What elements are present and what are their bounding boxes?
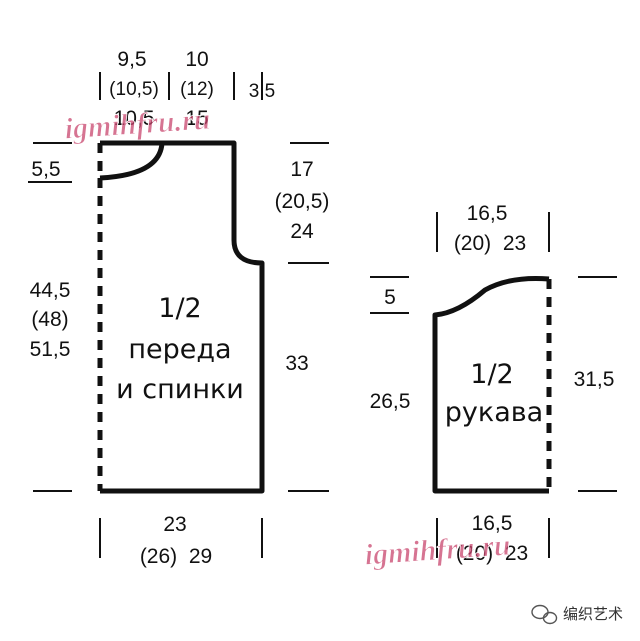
total-height-m: (48)	[31, 308, 68, 331]
sleeve-title-1: 1/2	[470, 359, 513, 390]
sleeve-piece: 1/2 рукава 16,5 (20) 23 5 26,5 31,5 16,5…	[370, 202, 617, 565]
front-back-title-3: и спинки	[116, 374, 244, 405]
sleeve-top-width: 16,5	[467, 202, 508, 225]
bottom-width-m-l: (26) 29	[140, 545, 212, 568]
front-back-outline	[99, 140, 265, 494]
armhole-height-l: 24	[290, 220, 314, 243]
chat-bubble-icon	[531, 604, 558, 625]
sleeve-outline	[432, 276, 550, 494]
neck-width: 10	[185, 48, 208, 71]
bottom-width: 23	[163, 513, 186, 536]
armhole-height: 17	[290, 158, 313, 181]
brand-mark: 编织艺术	[531, 604, 623, 625]
sleeve-left-height: 26,5	[370, 390, 411, 413]
front-back-piece: 1/2 переда и спинки 9,5 (10,5) 10,5 10 (…	[28, 48, 329, 568]
sleeve-top-width-m-l: (20) 23	[454, 232, 526, 255]
side-length: 33	[285, 352, 308, 375]
shoulder-width: 3,5	[249, 81, 275, 102]
sleeve-right-height: 31,5	[574, 368, 615, 391]
brand-text: 编织艺术	[563, 605, 623, 623]
front-back-title-1: 1/2	[158, 293, 201, 324]
watermark-top: igmihfru.ru	[64, 103, 212, 146]
neck-width-l: 15	[185, 107, 208, 130]
sleeve-cap-height: 5	[384, 286, 396, 309]
top-left-width-l: 10,5	[114, 107, 155, 130]
front-back-top-ticks	[99, 72, 263, 100]
sleeve-title-2: рукава	[445, 397, 543, 428]
total-height-l: 51,5	[30, 338, 71, 361]
armhole-height-m: (20,5)	[275, 190, 330, 213]
sleeve-bottom-width-m-l: (20) 23	[456, 542, 528, 565]
neck-depth: 5,5	[31, 158, 60, 181]
watermark-bottom: igmihfru.ru	[364, 529, 512, 572]
total-height: 44,5	[30, 279, 71, 302]
top-left-width: 9,5	[117, 48, 146, 71]
top-left-width-m: (10,5)	[109, 79, 159, 100]
neck-width-m: (12)	[180, 79, 214, 100]
front-back-title-2: переда	[128, 334, 231, 365]
sleeve-bottom-width: 16,5	[472, 512, 513, 535]
